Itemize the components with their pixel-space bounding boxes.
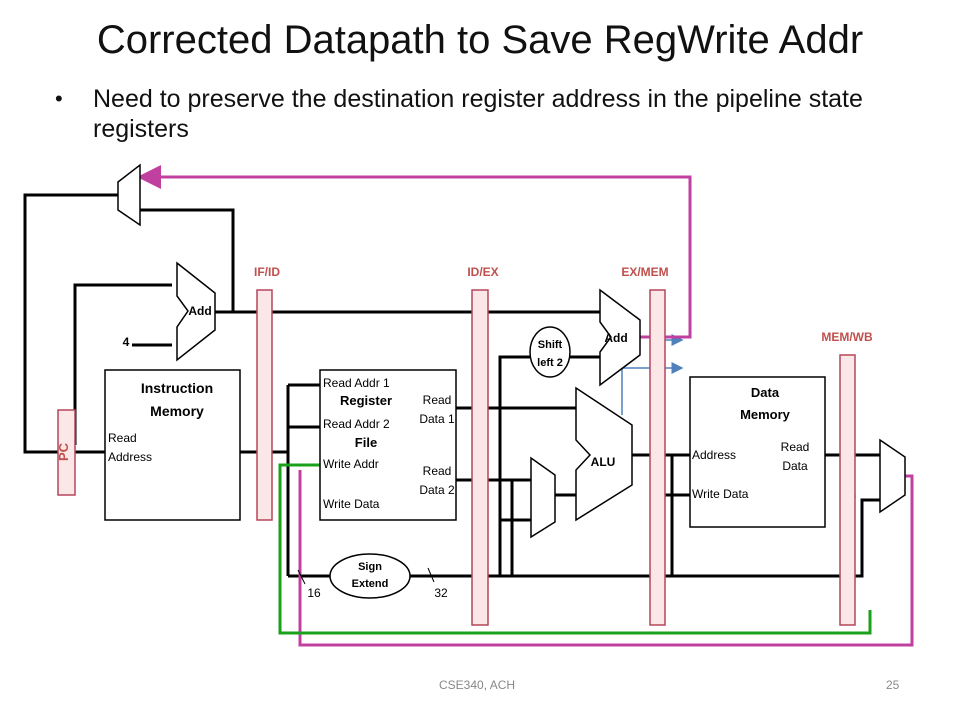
read-data-1-port-line-2: Data 1 [419, 412, 455, 426]
pc-adder [176, 261, 216, 362]
sign-extend [329, 553, 411, 599]
bullet-text: Need to preserve the destination registe… [93, 85, 863, 143]
bus-width-tick-16 [297, 569, 306, 585]
data-memory-address-port: Address [692, 448, 736, 462]
sign-extend-line-2: Extend [352, 578, 389, 590]
shift-left-2 [529, 326, 571, 378]
alu-src-mux [530, 456, 556, 539]
id-ex-register [471, 289, 489, 626]
branch-adder-label: Add [604, 331, 627, 345]
data-memory [689, 376, 826, 528]
footer-course: CSE340, ACH [439, 678, 516, 692]
mem-wb-label: MEM/WB [821, 330, 873, 344]
data-memory-title-1: Data [751, 385, 780, 400]
instruction-memory-port-2: Address [108, 450, 152, 464]
instruction-memory [104, 369, 241, 521]
sign-extend-input-bits: 16 [307, 586, 321, 600]
read-data-1-port-line-1: Read [423, 393, 452, 407]
write-addr-path [278, 463, 872, 635]
register-file [319, 369, 457, 521]
data-memory-title-2: Memory [740, 407, 791, 422]
sign-extend-line-1: Sign [358, 561, 382, 573]
register-file-title-2: File [355, 435, 377, 450]
branch-adder [599, 288, 641, 387]
register-file-title-1: Register [340, 393, 392, 408]
bus-width-tick-32 [427, 567, 435, 583]
data-memory-write-data-port: Write Data [692, 487, 749, 501]
if-id-label: IF/ID [254, 265, 280, 279]
shift-left-line-1: Shift [538, 339, 563, 351]
read-data-2-port-line-1: Read [423, 464, 452, 478]
mem-wb-register [839, 354, 856, 626]
shift-left-line-2: left 2 [537, 357, 563, 369]
datapath-wires [23, 193, 880, 578]
ex-mem-register [649, 289, 666, 626]
pc-adder-label: Add [188, 304, 211, 318]
data-memory-read-data-line-2: Data [782, 459, 808, 473]
pc-source-mux [117, 163, 141, 227]
sign-extend-output-bits: 32 [434, 586, 448, 600]
constant-four: 4 [123, 335, 130, 349]
instruction-memory-title-2: Memory [150, 403, 204, 419]
write-data-port: Write Data [323, 497, 380, 511]
ex-mem-label: EX/MEM [621, 265, 668, 279]
alu [575, 386, 633, 522]
slide-title: Corrected Datapath to Save RegWrite Addr [96, 18, 864, 62]
read-addr-2-port: Read Addr 2 [323, 417, 390, 431]
write-addr-port: Write Addr [323, 457, 379, 471]
instruction-memory-port-1: Read [108, 431, 137, 445]
id-ex-label: ID/EX [467, 265, 498, 279]
read-data-2-port-line-2: Data 2 [419, 483, 455, 497]
pc-register [57, 409, 76, 496]
data-memory-read-data-line-1: Read [781, 440, 810, 454]
slide-number: 25 [886, 678, 900, 692]
if-id-register [256, 289, 273, 521]
read-addr-1-port: Read Addr 1 [323, 376, 390, 390]
alu-label: ALU [591, 455, 616, 469]
memtoreg-mux [879, 438, 906, 514]
pc-label: PC [56, 442, 71, 461]
regwrite-loop-path [298, 470, 914, 647]
instruction-memory-title-1: Instruction [141, 380, 213, 396]
bullet-marker: • [55, 86, 63, 111]
